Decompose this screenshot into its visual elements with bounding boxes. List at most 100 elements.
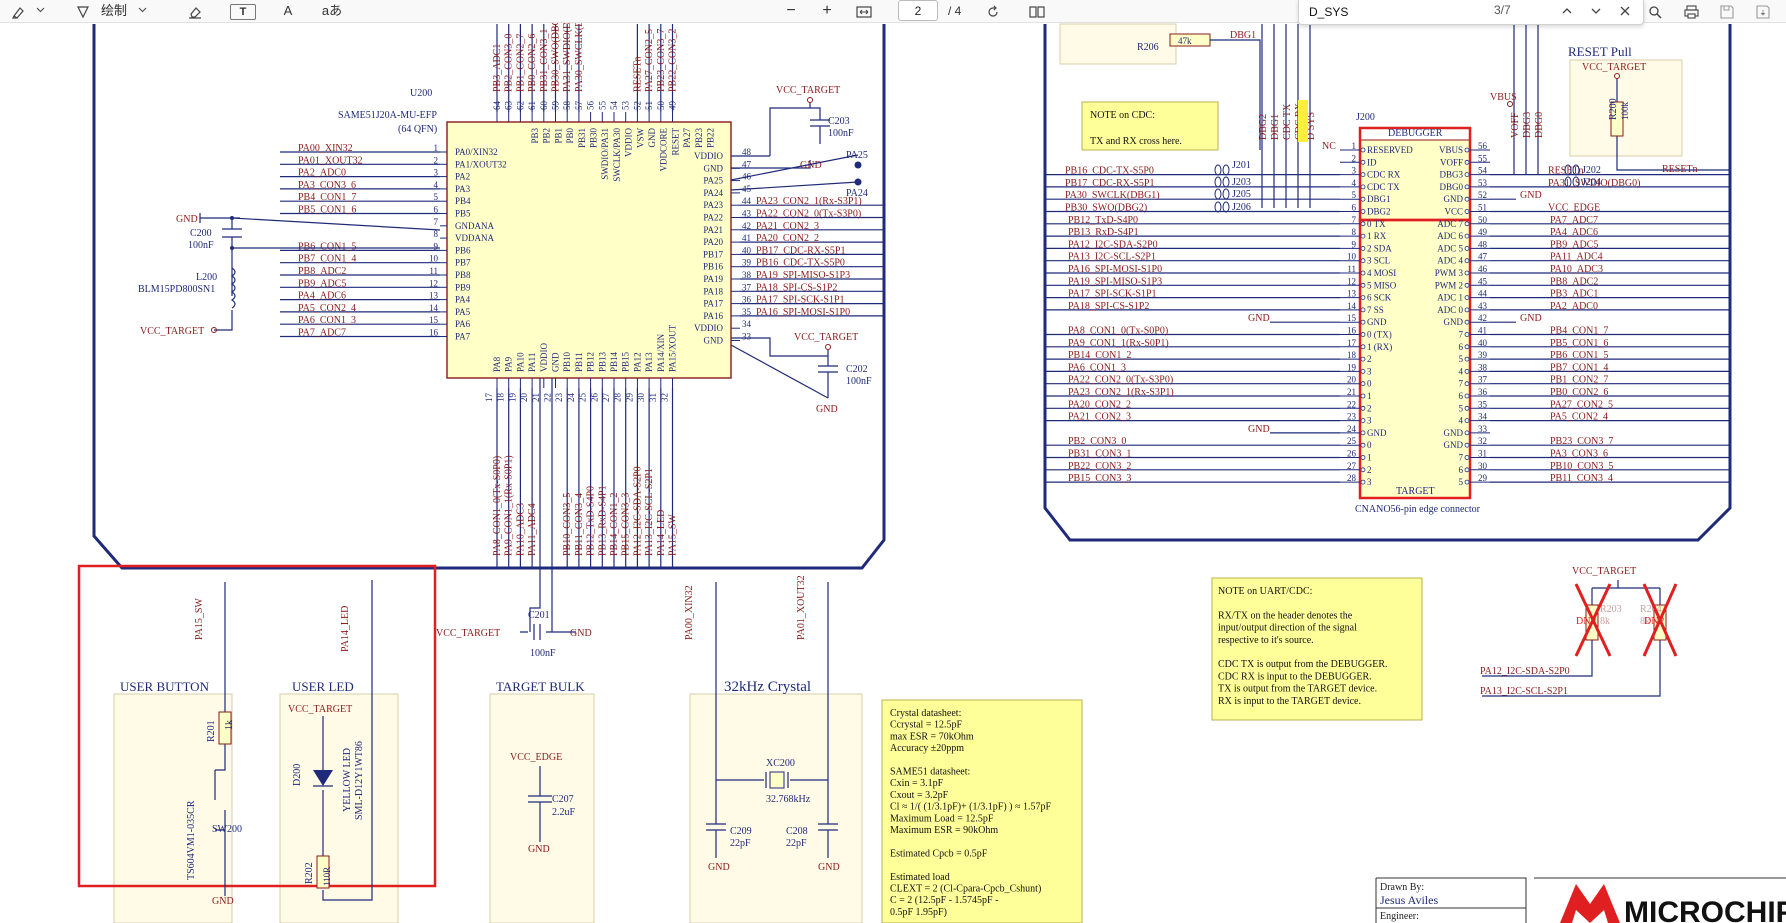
target-bulk-circuit: VCC_EDGE C207 2.2uF GND <box>510 752 576 855</box>
connector-left-net: PB30_SWO(DBG2) <box>1065 203 1147 214</box>
connector-right-net: PB0_CON2_6 <box>1550 387 1608 398</box>
net-pa00-xin32: PA00_XIN32 <box>684 585 695 640</box>
mcu-pin-number: 1 <box>434 143 439 153</box>
r203-dnp: DNP <box>1576 616 1596 627</box>
connector-right-net: GND <box>1520 313 1542 324</box>
mcu-pin-number: 30 <box>636 393 646 403</box>
mcu-left-net: PB7_CON1_4 <box>298 254 356 265</box>
connector-pin-number: 30 <box>1478 461 1488 471</box>
mcu-pin-name: PB1 <box>553 128 563 144</box>
connector-left-net: PB31_CON3_1 <box>1068 449 1131 460</box>
eraser-icon[interactable] <box>184 1 206 21</box>
sheet-border-right <box>1043 24 1732 542</box>
mcu-pin-number: 28 <box>613 393 623 403</box>
read-aloud-button[interactable]: A <box>283 3 293 18</box>
connector-pin-number: 46 <box>1478 264 1488 274</box>
mcu-left-net: PB5_CON1_6 <box>298 205 356 216</box>
mcu-pin-name: PA11 <box>527 353 537 372</box>
connector-pin-number: 42 <box>1478 313 1487 323</box>
search-icon[interactable] <box>1644 1 1666 21</box>
connector-right-net: GND <box>1520 190 1542 201</box>
print-icon[interactable] <box>1680 1 1702 21</box>
page-number-input[interactable]: 2 <box>898 0 938 21</box>
connector-pin-label: GND <box>1444 428 1464 438</box>
mcu-pin-name: GND <box>551 352 561 372</box>
mcu-bottom-net: PB10_CON3_5 <box>562 493 573 556</box>
connector-pin-number: 20 <box>1347 375 1357 385</box>
connector-right-net: PB9_ADC5 <box>1550 239 1598 250</box>
r206-value: 47k <box>1178 36 1192 46</box>
user-led-box <box>279 693 399 923</box>
mcu-pin-name: PB11 <box>574 352 584 372</box>
connector-pin-number: 31 <box>1478 449 1487 459</box>
connector-pin-label: 4 MOSI <box>1367 268 1396 278</box>
gnd-label-c209: GND <box>708 862 730 873</box>
mcu-pin-name: VDDCORE <box>659 128 669 172</box>
fit-width-icon[interactable] <box>853 1 875 21</box>
engineer-label: Engineer: <box>1380 911 1419 922</box>
section-reset-pull: RESET Pull <box>1568 44 1632 59</box>
connector-right-net: PB1_CON2_7 <box>1550 375 1608 386</box>
find-next-icon[interactable] <box>1584 1 1608 21</box>
find-close-icon[interactable] <box>1613 1 1637 21</box>
highlight-icon[interactable] <box>8 1 30 21</box>
connector-j200: J200 DEBUGGER TARGET CNANO56-pin edge co… <box>1045 112 1730 515</box>
text-button[interactable]: T <box>230 4 256 20</box>
mcu-pin-number: 21 <box>531 393 541 402</box>
crystal-box <box>689 693 863 923</box>
mcu-pin-name: PB31 <box>577 128 587 148</box>
connector-left-net: PA30_SWCLK(DBG1) <box>1065 190 1160 201</box>
connector-right-net: PA10_ADC3 <box>1550 264 1603 275</box>
target-label: TARGET <box>1396 486 1435 497</box>
connector-pin-label: ADC 1 <box>1437 293 1463 303</box>
mcu-top-net: PB22_CON3_2 <box>668 29 679 92</box>
connector-pin-number: 34 <box>1478 412 1488 422</box>
mcu-pin-name: PA9 <box>504 356 514 372</box>
mcu-pin-number: 22 <box>543 393 553 402</box>
rotate-icon[interactable] <box>982 1 1004 21</box>
net-pa15-sw: PA15_SW <box>194 598 205 640</box>
connector-pin-number: 15 <box>1347 313 1357 323</box>
find-previous-icon[interactable] <box>1555 1 1579 21</box>
find-input[interactable] <box>1307 0 1481 24</box>
connector-pin-label: CDC TX <box>1367 182 1400 192</box>
connector-right-net: PB10_CON3_5 <box>1550 461 1613 472</box>
connector-pin-number: 41 <box>1478 326 1487 336</box>
translate-button[interactable]: aあ <box>321 3 343 18</box>
save-as-icon[interactable] <box>1752 1 1774 21</box>
save-icon[interactable] <box>1716 1 1738 21</box>
crystal-note-line: Maximum Load = 12.5pF <box>890 813 994 824</box>
connector-pin-label: VCC <box>1444 207 1463 217</box>
gnd-label-left: GND <box>176 214 198 225</box>
draw-icon[interactable] <box>72 1 94 21</box>
mcu-pin-name: PA21 <box>703 225 723 235</box>
mcu-pin-name: PA3 <box>455 184 471 194</box>
uart-note-line: respective to it's source. <box>1218 635 1314 646</box>
connector-pin-number: 56 <box>1478 141 1488 151</box>
connector-left-net: PA23_CON2_1(Rx-S3P1) <box>1068 387 1174 398</box>
mcu-pin-name: PB0 <box>565 128 575 144</box>
mcu-pin-name: PA14/XIN <box>656 333 666 372</box>
gnd-label-c201: GND <box>570 628 592 639</box>
zoom-in-button[interactable]: + <box>822 2 832 19</box>
mcu-left-net: PA2_ADC0 <box>298 168 346 179</box>
chevron-down-icon[interactable] <box>32 1 48 21</box>
connector-pin-label: 0 <box>1367 440 1372 450</box>
r202-body <box>316 855 330 889</box>
drawn-by-label: Drawn By: <box>1380 882 1424 893</box>
d200-part: SML-D12Y1WT86 <box>354 741 365 820</box>
page-view-icon[interactable] <box>1026 1 1048 21</box>
right-vertical-net: DBG0 <box>1534 112 1545 138</box>
chevron-down-icon[interactable] <box>134 1 150 21</box>
draw-button[interactable]: 绘制 <box>100 3 127 18</box>
mcu-pin-number: 17 <box>484 393 494 403</box>
mcu-bottom-net: PB12_TxD-S4P0 <box>586 486 597 556</box>
mcu-left-net: PA6_CON1_3 <box>298 315 356 326</box>
connector-pin-number: 1 <box>1352 141 1357 151</box>
mcu-pin-name: PA1/XOUT32 <box>455 159 507 169</box>
connector-pin-number: 29 <box>1478 473 1488 483</box>
zoom-out-button[interactable]: − <box>786 2 796 19</box>
mcu-bottom-net: PB14_CON1_2 <box>609 493 620 556</box>
connector-pin-label: GND <box>1444 317 1464 327</box>
